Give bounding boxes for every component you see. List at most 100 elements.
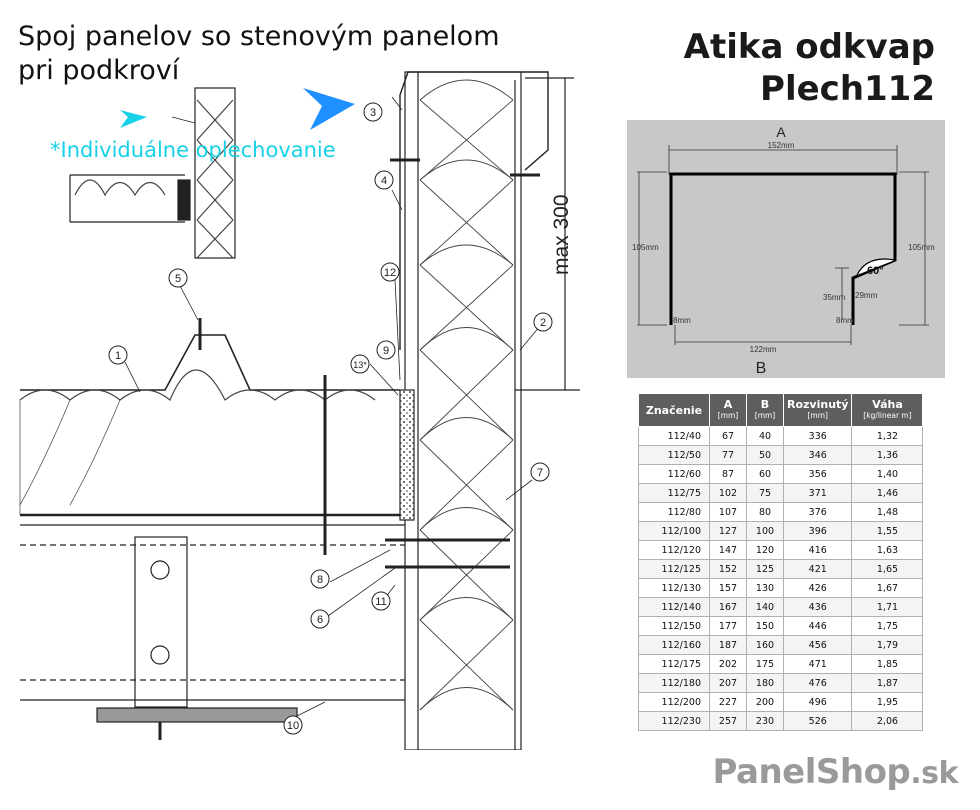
table-cell: 396 bbox=[782, 521, 853, 541]
table-cell: 2,06 bbox=[851, 711, 924, 731]
profile-label-b: B bbox=[756, 360, 767, 377]
bottom-width-label: 122mm bbox=[750, 345, 777, 354]
bend-label: 29mm bbox=[855, 291, 878, 300]
product-title-line-1: Atika odkvap bbox=[683, 27, 935, 67]
table-cell: 112/150 bbox=[638, 616, 710, 636]
dimension-label: max 300 bbox=[550, 194, 573, 275]
callout-label: 1 bbox=[115, 350, 121, 362]
callout-12: 12 bbox=[380, 262, 400, 282]
base-plate bbox=[96, 707, 298, 723]
callout-6: 6 bbox=[310, 609, 330, 629]
table-cell: 140 bbox=[746, 597, 784, 617]
table-cell: 175 bbox=[746, 654, 784, 674]
callout-label: 4 bbox=[381, 175, 387, 187]
callout-label: 11 bbox=[375, 596, 386, 608]
callout-label: 12 bbox=[384, 267, 396, 279]
callout-label: 7 bbox=[537, 467, 543, 479]
callout-label: 8 bbox=[317, 574, 323, 586]
table-cell: 356 bbox=[782, 464, 853, 484]
table-cell: 1,36 bbox=[851, 445, 924, 465]
table-cell: 416 bbox=[782, 540, 853, 560]
table-cell: 1,79 bbox=[851, 635, 924, 655]
table-cell: 112/160 bbox=[638, 635, 710, 655]
table-cell: 157 bbox=[709, 578, 747, 598]
table-cell: 257 bbox=[709, 711, 747, 731]
callout-label: 3 bbox=[370, 107, 376, 119]
table-cell: 1,65 bbox=[851, 559, 924, 579]
table-cell: 1,87 bbox=[851, 673, 924, 693]
table-cell: 112/40 bbox=[638, 426, 710, 446]
table-cell: 421 bbox=[782, 559, 853, 579]
table-cell: 100 bbox=[746, 521, 784, 541]
table-cell: 127 bbox=[709, 521, 747, 541]
callout-4: 4 bbox=[374, 170, 394, 190]
callout-1: 1 bbox=[108, 345, 128, 365]
table-cell: 346 bbox=[782, 445, 853, 465]
table-cell: 1,85 bbox=[851, 654, 924, 674]
table-cell: 40 bbox=[746, 426, 784, 446]
table-cell: 112/75 bbox=[638, 483, 710, 503]
callout-label: 13* bbox=[353, 360, 367, 370]
table-cell: 1,55 bbox=[851, 521, 924, 541]
roof-panel bbox=[20, 334, 400, 391]
table-cell: 180 bbox=[746, 673, 784, 693]
table-cell: 107 bbox=[709, 502, 747, 522]
table-cell: 476 bbox=[782, 673, 853, 693]
table-cell: 1,46 bbox=[851, 483, 924, 503]
large-arrow-icon bbox=[303, 88, 355, 130]
inner-height-label: 35mm bbox=[823, 293, 846, 302]
diagram-title: Spoj panelov so stenovým panelom pri pod… bbox=[18, 20, 500, 88]
table-cell: 112/175 bbox=[638, 654, 710, 674]
callout-label: 5 bbox=[175, 273, 181, 285]
callout-label: 10 bbox=[287, 720, 299, 732]
table-cell: 1,71 bbox=[851, 597, 924, 617]
table-cell: 496 bbox=[782, 692, 853, 712]
table-cell: 436 bbox=[782, 597, 853, 617]
table-cell: 112/100 bbox=[638, 521, 710, 541]
profile-drawing: A B 152mm 105mm 105mm 60° 29mm 35mm 8mm … bbox=[627, 120, 945, 378]
wall-panel bbox=[404, 71, 522, 750]
title-line-2: pri podkroví bbox=[18, 55, 180, 86]
profile-outline bbox=[669, 172, 897, 325]
table-cell: 230 bbox=[746, 711, 784, 731]
callout-label: 2 bbox=[540, 317, 546, 329]
callout-10: 10 bbox=[283, 715, 303, 735]
table-cell: 112/200 bbox=[638, 692, 710, 712]
callout-8: 8 bbox=[310, 569, 330, 589]
logo-tld: .sk bbox=[910, 756, 958, 791]
individual-flashing-note: *Individuálne oplechovanie bbox=[50, 138, 336, 162]
callout-9: 9 bbox=[376, 340, 396, 360]
table-cell: 77 bbox=[709, 445, 747, 465]
callout-label: 9 bbox=[383, 345, 389, 357]
right-height-label: 105mm bbox=[908, 243, 935, 252]
callout-label: 6 bbox=[317, 614, 323, 626]
table-cell: 50 bbox=[746, 445, 784, 465]
bracket-plate bbox=[134, 536, 188, 708]
table-cell: 80 bbox=[746, 502, 784, 522]
table-cell: 207 bbox=[709, 673, 747, 693]
top-width-label: 152mm bbox=[768, 141, 795, 150]
callout-11: 11 bbox=[371, 591, 391, 611]
header-b: B[mm] bbox=[746, 393, 784, 427]
product-title: Atika odkvap Plech112 bbox=[684, 26, 935, 110]
table-cell: 1,32 bbox=[851, 426, 924, 446]
table-cell: 102 bbox=[709, 483, 747, 503]
table-cell: 1,75 bbox=[851, 616, 924, 636]
table-cell: 1,63 bbox=[851, 540, 924, 560]
table-cell: 147 bbox=[709, 540, 747, 560]
table-cell: 112/120 bbox=[638, 540, 710, 560]
table-cell: 167 bbox=[709, 597, 747, 617]
angle-label: 60° bbox=[867, 265, 884, 277]
table-cell: 87 bbox=[709, 464, 747, 484]
table-cell: 75 bbox=[746, 483, 784, 503]
